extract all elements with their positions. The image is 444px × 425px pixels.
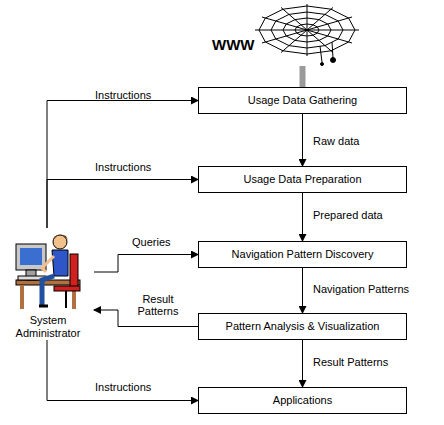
edge-label: Instructions	[95, 161, 175, 173]
flow-arrow	[47, 340, 198, 401]
edge-label: Navigation Patterns	[313, 283, 433, 295]
node-label: WWW	[212, 36, 254, 53]
edge-label: Raw data	[313, 135, 413, 147]
process-box: Usage Data Preparation	[198, 166, 407, 193]
edge-label: Result Patterns	[313, 356, 423, 368]
node-label: System Administrator	[2, 314, 94, 340]
flow-arrow	[47, 101, 198, 229]
node-label: Applications	[273, 394, 332, 407]
edge-label: Instructions	[95, 89, 175, 101]
flow-arrow	[302, 193, 303, 241]
edge-label: Instructions	[95, 381, 175, 393]
node-label: Navigation Pattern Discovery	[232, 248, 374, 261]
administrator-figure: System Administrator	[2, 228, 94, 340]
node-label: Usage Data Preparation	[243, 173, 361, 186]
web-illustration	[212, 2, 362, 66]
computer-user-illustration	[2, 228, 94, 314]
flow-arrow	[302, 114, 303, 166]
flow-arrow	[94, 255, 198, 273]
flow-arrow	[47, 180, 198, 229]
process-box: Pattern Analysis & Visualization	[198, 313, 407, 340]
edge-label: Result Patterns	[134, 293, 182, 317]
flow-arrow	[300, 66, 306, 87]
node-label: Pattern Analysis & Visualization	[226, 320, 380, 333]
node-label: Usage Data Gathering	[248, 94, 357, 107]
edge-label: Queries	[132, 236, 192, 248]
process-box: Navigation Pattern Discovery	[198, 241, 407, 268]
flow-arrow	[302, 340, 303, 387]
edge-label: Prepared data	[313, 209, 413, 221]
flow-arrow	[302, 268, 303, 313]
www-source: WWW	[212, 2, 362, 66]
process-box: Applications	[198, 387, 407, 414]
process-box: Usage Data Gathering	[198, 87, 407, 114]
